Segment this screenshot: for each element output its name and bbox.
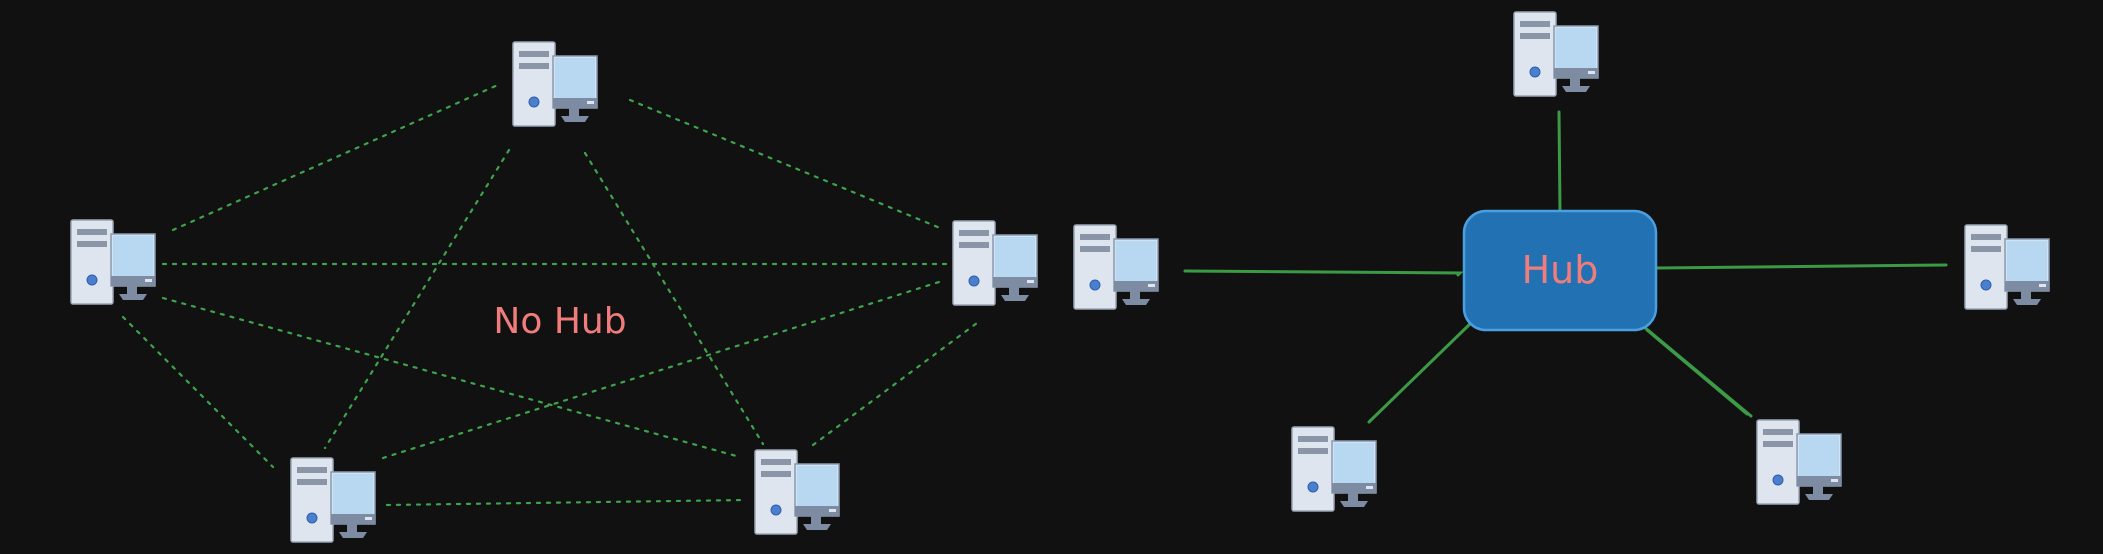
mesh-node-bottom-right-computer-icon xyxy=(754,449,840,535)
hub-box: Hub xyxy=(1462,209,1658,332)
mesh-label: No Hub xyxy=(493,301,626,342)
hub-link xyxy=(1641,324,1753,418)
mesh-link xyxy=(583,151,765,446)
star-node-right-computer-icon xyxy=(1964,224,2050,310)
hub-link xyxy=(1183,269,1464,277)
star-node-bottom-right-computer-icon xyxy=(1756,419,1842,505)
mesh-link xyxy=(628,98,942,230)
hub-link xyxy=(1655,263,1948,270)
hub-link xyxy=(1557,110,1562,215)
mesh-link xyxy=(811,318,983,447)
mesh-node-right-computer-icon xyxy=(952,220,1038,306)
mesh-link xyxy=(385,498,748,507)
mesh-link xyxy=(323,148,511,450)
hub-links xyxy=(1183,110,1948,424)
mesh-node-top-computer-icon xyxy=(512,41,598,127)
mesh-link xyxy=(381,280,941,460)
hub-label: Hub xyxy=(1522,248,1599,292)
star-node-top-computer-icon xyxy=(1513,11,1599,97)
hub-link xyxy=(1367,321,1473,424)
mesh-link xyxy=(171,82,502,232)
star-node-left-computer-icon xyxy=(1073,224,1159,310)
mesh-link xyxy=(121,315,275,469)
star-node-bottom-left-computer-icon xyxy=(1291,426,1377,512)
mesh-link xyxy=(161,296,742,459)
mesh-links xyxy=(121,82,983,507)
mesh-node-left-computer-icon xyxy=(70,219,156,305)
mesh-node-bottom-left-computer-icon xyxy=(290,457,376,543)
